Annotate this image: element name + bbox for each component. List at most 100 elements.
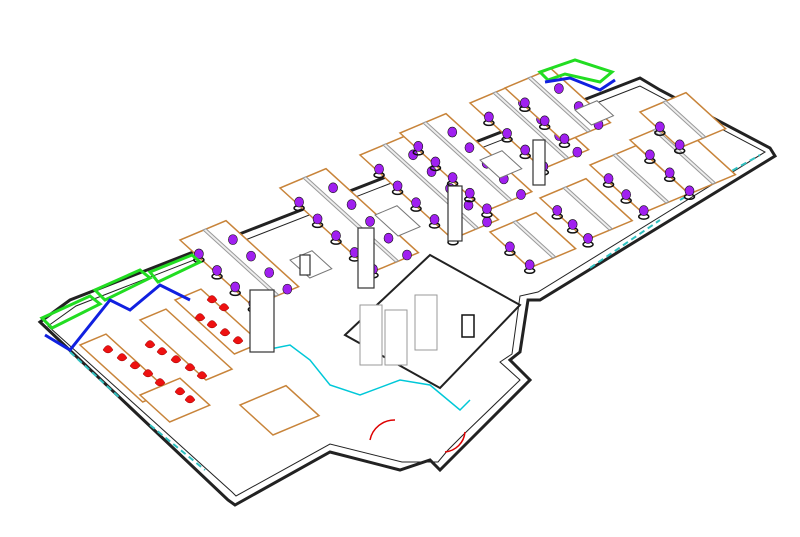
task-chair xyxy=(520,97,530,109)
cafe-chair xyxy=(184,395,196,404)
desk-partition xyxy=(492,91,570,160)
task-chair xyxy=(684,185,695,197)
task-chair xyxy=(464,142,475,153)
task-chair xyxy=(328,182,338,194)
task-chair xyxy=(230,281,240,293)
cafe-table xyxy=(138,377,212,423)
task-chair xyxy=(392,180,403,192)
storage-cabinet xyxy=(384,309,408,366)
task-chair xyxy=(264,267,274,278)
cafe-chair xyxy=(194,313,206,322)
task-chair xyxy=(655,121,665,133)
window xyxy=(149,424,206,471)
cafe-chair xyxy=(232,336,244,345)
storage-cabinet xyxy=(359,304,383,366)
cafe-chair xyxy=(144,340,156,349)
task-chair xyxy=(429,214,440,225)
task-chair xyxy=(413,141,424,152)
desk-partition xyxy=(202,228,280,297)
storage-unit xyxy=(289,250,333,279)
core-room xyxy=(343,253,522,390)
cafe-chair xyxy=(218,303,230,312)
cafe-chair xyxy=(170,355,182,364)
task-chair xyxy=(539,115,550,127)
storage-unit xyxy=(374,205,422,237)
sofa-frame xyxy=(44,283,191,352)
task-chair xyxy=(572,146,583,158)
column xyxy=(447,185,463,242)
desk-partition xyxy=(422,121,513,202)
task-chair xyxy=(482,203,492,215)
cafe-chair xyxy=(174,387,186,396)
cafe-chair xyxy=(206,295,218,304)
task-chair xyxy=(447,172,458,183)
desk-partition xyxy=(652,128,717,185)
desk-partition xyxy=(612,153,670,204)
task-chair xyxy=(505,241,515,253)
task-chair xyxy=(484,111,494,123)
task-chair xyxy=(346,199,357,210)
task-chair xyxy=(331,230,341,241)
storage-cabinet xyxy=(414,294,438,351)
window xyxy=(69,351,121,399)
cafe-chair xyxy=(129,361,141,370)
task-chair xyxy=(583,233,593,244)
data-cable xyxy=(264,344,471,412)
task-chair xyxy=(365,216,375,227)
column xyxy=(532,139,546,186)
cafe-chair xyxy=(206,320,218,329)
task-chair xyxy=(482,216,492,228)
task-chair xyxy=(567,219,578,230)
task-chair xyxy=(402,249,412,261)
column xyxy=(249,289,275,353)
task-chair xyxy=(228,234,238,245)
sofa-cushion xyxy=(147,253,203,284)
sofa-frame xyxy=(544,76,616,92)
task-chair xyxy=(282,283,293,295)
task-chair xyxy=(374,163,384,175)
desk-partition xyxy=(527,76,592,133)
task-chair xyxy=(554,83,564,94)
task-chair xyxy=(194,248,204,260)
task-chair xyxy=(645,149,655,161)
cafe-table xyxy=(138,308,234,381)
sofa-cushion xyxy=(39,294,103,330)
task-chair xyxy=(426,166,437,177)
desk-partition xyxy=(562,186,614,231)
task-chair xyxy=(621,189,631,200)
cafe-chair xyxy=(142,369,154,378)
cafe-chair xyxy=(156,347,168,356)
task-chair xyxy=(502,128,512,139)
task-chair xyxy=(246,250,256,262)
task-chair xyxy=(638,205,649,216)
task-chair xyxy=(464,187,475,199)
task-chair xyxy=(294,196,304,208)
cafe-chair xyxy=(184,363,196,372)
task-chair xyxy=(430,156,441,168)
desk-partition xyxy=(662,100,707,139)
cafe-chair xyxy=(116,353,128,362)
desk-partition xyxy=(512,220,557,259)
lounge-sofas xyxy=(39,58,616,352)
cafe-table xyxy=(238,384,321,436)
cafe-chair xyxy=(219,328,231,337)
column xyxy=(299,254,311,276)
task-chair xyxy=(674,139,685,151)
storage-unit xyxy=(479,150,523,179)
task-chair xyxy=(603,173,614,184)
sofa-cushion xyxy=(92,268,153,302)
sofa-cushion xyxy=(537,58,616,84)
task-chair xyxy=(516,189,526,200)
cafe-area xyxy=(78,288,321,436)
task-chair xyxy=(312,213,323,225)
task-chair xyxy=(383,232,394,244)
printer xyxy=(461,314,475,338)
window xyxy=(589,219,661,269)
workstation-pods xyxy=(178,67,737,313)
task-chair xyxy=(524,259,535,271)
task-chair xyxy=(463,199,474,211)
door-swing xyxy=(444,431,466,453)
cafe-chair xyxy=(102,345,114,354)
task-chair xyxy=(520,144,530,156)
